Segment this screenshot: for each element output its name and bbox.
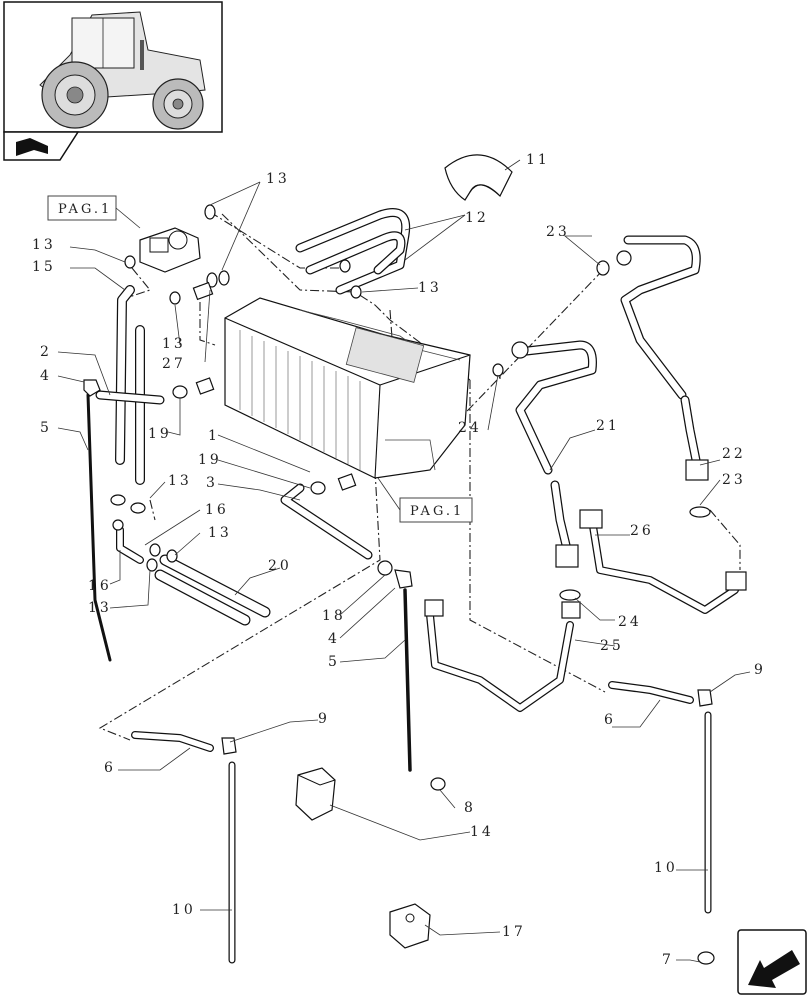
callout-10: 10	[654, 860, 678, 876]
part-12-tubes[interactable]	[295, 208, 411, 295]
callout-9: 9	[318, 711, 330, 727]
callout-11: 11	[526, 152, 550, 168]
clamps[interactable]	[110, 204, 715, 965]
callout-23: 23	[722, 472, 746, 488]
callout-5: 5	[40, 420, 52, 436]
callout-numbers: 11 13 12 23 13 15 13 13 2 27 4 5 19 1 24…	[32, 152, 766, 968]
callout-15: 15	[32, 259, 56, 275]
pag-label-mid: PAG.1	[410, 504, 464, 519]
radiator-core[interactable]	[224, 297, 471, 479]
callout-13: 13	[32, 237, 56, 253]
callout-17: 17	[502, 924, 526, 940]
callout-5: 5	[328, 654, 340, 670]
callout-18: 18	[322, 608, 346, 624]
pag-box-mid[interactable]: PAG.1	[399, 497, 473, 523]
part-14-bracket[interactable]	[295, 767, 336, 821]
callout-20: 20	[268, 558, 292, 574]
callout-21: 21	[596, 418, 620, 434]
pump-valve[interactable]	[139, 227, 201, 273]
callout-16: 16	[88, 578, 112, 594]
callout-22: 22	[722, 446, 746, 462]
next-page-arrow-icon[interactable]	[737, 929, 807, 995]
callout-13: 13	[418, 280, 442, 296]
left-hoses[interactable]	[86, 285, 373, 662]
callout-8: 8	[464, 800, 476, 816]
callout-9: 9	[754, 662, 766, 678]
callout-10: 10	[172, 902, 196, 918]
callout-6: 6	[604, 712, 616, 728]
callout-6: 6	[104, 760, 116, 776]
callout-13: 13	[88, 600, 112, 616]
pag-label-top: PAG.1	[58, 202, 112, 217]
callout-27: 27	[162, 356, 186, 372]
callout-24: 24	[458, 420, 482, 436]
callout-1: 1	[208, 428, 220, 444]
callout-2: 2	[40, 344, 52, 360]
part-17-block[interactable]	[389, 903, 431, 949]
callout-4: 4	[328, 631, 340, 647]
callout-13: 13	[266, 171, 290, 187]
callout-24: 24	[618, 614, 642, 630]
right-pipes[interactable]	[131, 235, 747, 964]
callout-3: 3	[206, 475, 218, 491]
callout-14: 14	[470, 824, 494, 840]
pag-box-top[interactable]: PAG.1	[47, 195, 117, 221]
callout-19: 19	[198, 452, 222, 468]
callout-7: 7	[662, 952, 674, 968]
callout-23: 23	[546, 224, 570, 240]
callout-13: 13	[168, 473, 192, 489]
callout-26: 26	[630, 523, 654, 539]
callout-13: 13	[162, 336, 186, 352]
callout-12: 12	[465, 210, 489, 226]
book-icon	[16, 138, 48, 156]
callout-19: 19	[148, 426, 172, 442]
callout-4: 4	[40, 368, 52, 384]
part-11-shield[interactable]	[444, 154, 513, 201]
callout-25: 25	[600, 638, 624, 654]
leader-lines	[57, 159, 751, 963]
callout-13: 13	[208, 525, 232, 541]
callout-16: 16	[205, 502, 229, 518]
tractor-thumbnail[interactable]	[3, 1, 223, 161]
